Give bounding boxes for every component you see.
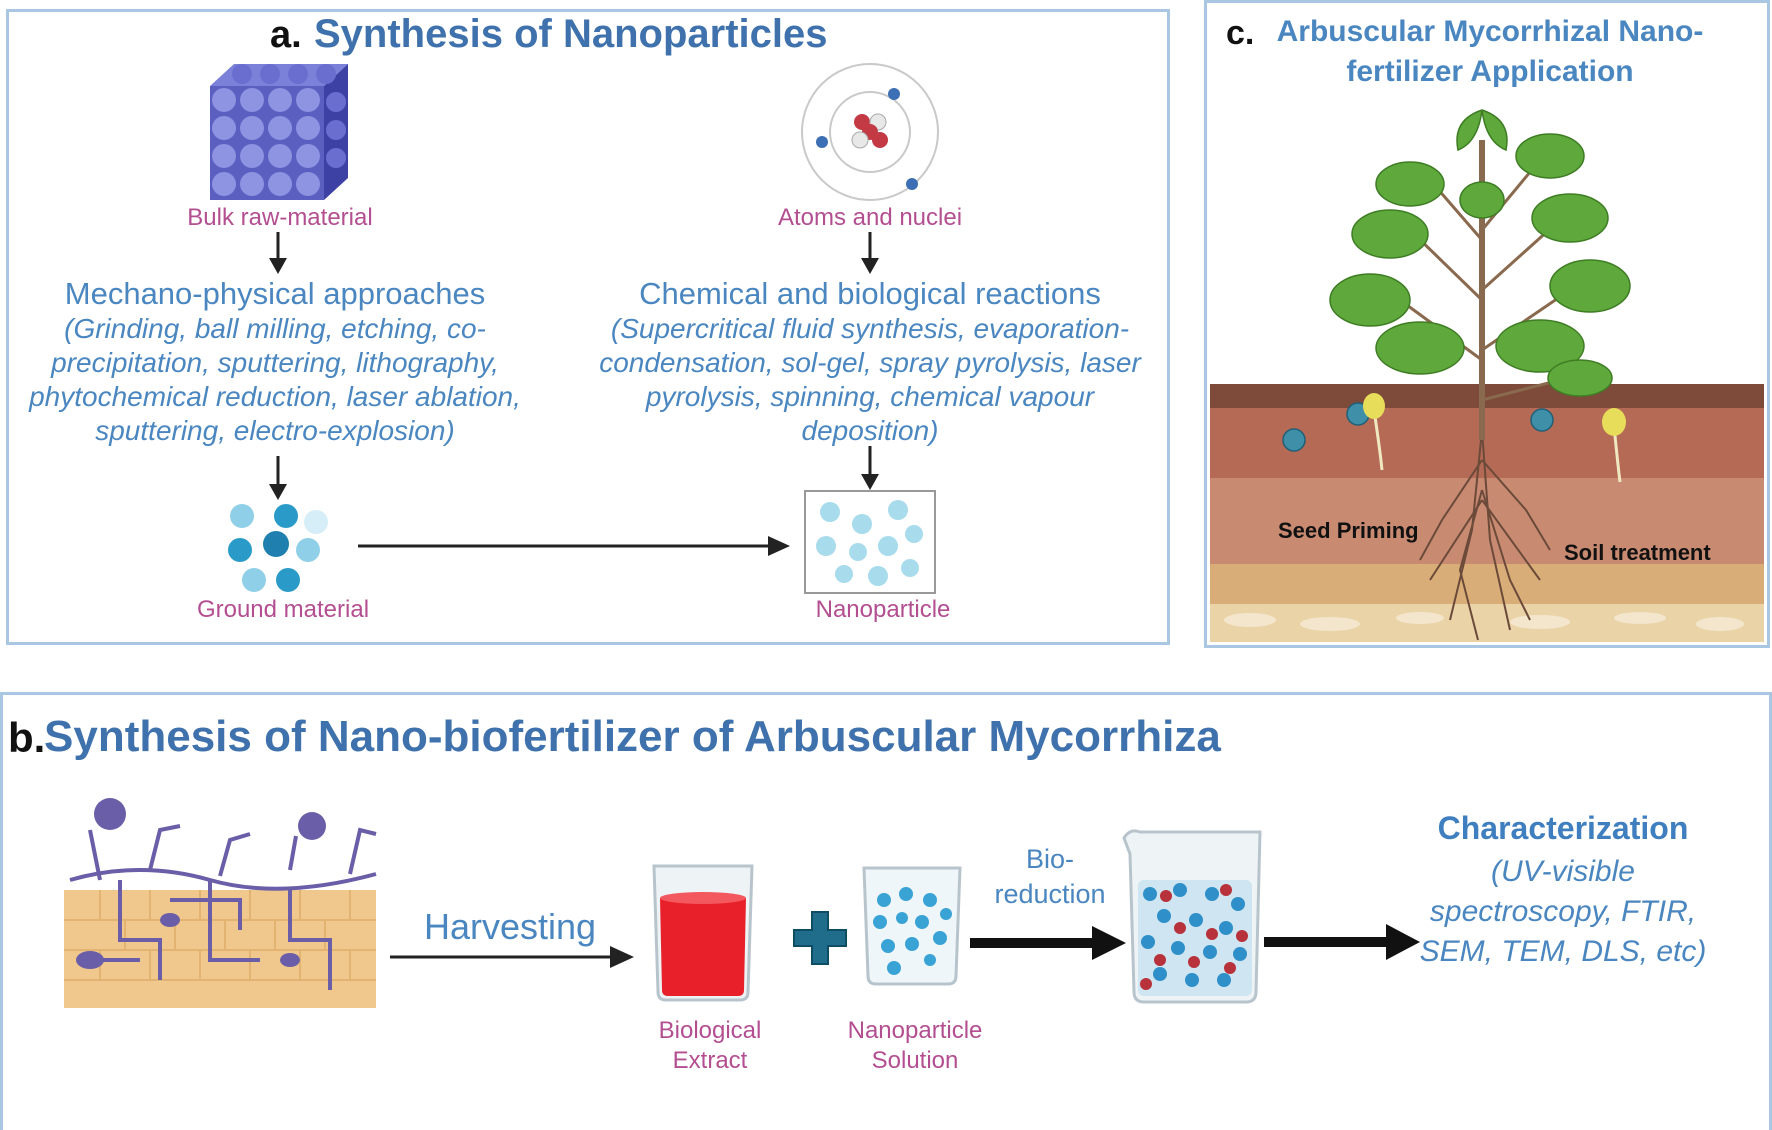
chemical-line: (Supercritical fluid synthesis, evaporat…: [610, 313, 1130, 344]
biological-extract-line: Extract: [672, 1047, 748, 1074]
mechano-line: phytochemical reduction, laser ablation,: [29, 381, 521, 412]
panel-c-title-line: Arbuscular Mycorrhizal Nano-: [1276, 15, 1704, 48]
chemical-line: condensation, sol-gel, spray pyrolysis, …: [599, 347, 1141, 378]
bio-reduction-arrow: [970, 926, 1126, 960]
panel-c-letter: c.: [1226, 14, 1255, 52]
nanoparticle-label: Nanoparticle: [815, 596, 951, 623]
arrow-ground-to-nanoparticle: [358, 536, 790, 556]
plus-icon: [793, 911, 847, 965]
arrow-chemical-to-nanoparticle: [861, 446, 879, 490]
nano-biofertilizer-beaker-icon: [1122, 829, 1262, 1004]
bulk-cube-icon: [210, 64, 348, 200]
arrow-bulk-to-mechano: [269, 232, 287, 274]
panel-a-title: Synthesis of Nanoparticles: [314, 12, 828, 56]
bulk-raw-material-label: Bulk raw-material: [187, 204, 373, 231]
chemical-biological-heading: Chemical and biological reactions: [639, 276, 1101, 311]
bio-reduction-label: Bio- reduction: [970, 842, 1130, 912]
characterization-line: spectroscopy, FTIR,: [1429, 895, 1697, 928]
nanoparticle-solution-label: Nanoparticle Solution: [830, 1016, 1000, 1076]
chemical-line: pyrolysis, spinning, chemical vapour: [645, 381, 1095, 412]
panel-a-synthesis-of-nanoparticles: [6, 9, 1170, 645]
mechano-physical-methods: (Grinding, ball milling, etching, co- pr…: [10, 312, 540, 448]
mechano-line: (Grinding, ball milling, etching, co-: [64, 313, 486, 344]
biological-extract-line: Biological: [658, 1017, 762, 1044]
characterization-line: (UV-visible: [1491, 855, 1635, 888]
arrow-atoms-to-chemical: [861, 232, 879, 274]
panel-c-title-line: fertilizer Application: [1346, 55, 1634, 88]
mechano-line: sputtering, electro-explosion): [95, 415, 455, 446]
mechano-line: precipitation, sputtering, lithography,: [51, 347, 499, 378]
panel-b-letter: b.: [8, 714, 46, 761]
atom-icon: [801, 63, 939, 201]
characterization-heading: Characterization: [1437, 810, 1689, 846]
plant-soil-illustration: [1210, 109, 1764, 642]
panel-b-title: Synthesis of Nano-biofertilizer of Arbus…: [44, 712, 1221, 761]
nanoparticle-solution-beaker-icon: [862, 866, 962, 986]
bio-reduction-line: Bio-: [1025, 844, 1074, 874]
harvesting-label: Harvesting: [424, 906, 597, 947]
arrow-mechano-to-ground: [269, 456, 287, 500]
seed-priming-label: Seed Priming: [1278, 518, 1419, 543]
mycorrhiza-root-icon: [64, 798, 377, 1008]
biological-extract-label: Biological Extract: [630, 1016, 790, 1076]
bio-reduction-line: reduction: [994, 879, 1106, 909]
atoms-and-nuclei-label: Atoms and nuclei: [777, 204, 963, 231]
nanoparticle-box-icon: [804, 490, 936, 594]
ground-material-icon: [228, 504, 328, 592]
nanoparticle-solution-line: Solution: [871, 1047, 959, 1074]
panel-c-title: Arbuscular Mycorrhizal Nano- fertilizer …: [1260, 12, 1720, 92]
soil-treatment-label: Soil treatment: [1564, 540, 1711, 565]
characterization-arrow: [1264, 924, 1420, 960]
characterization-methods: (UV-visible spectroscopy, FTIR, SEM, TEM…: [1400, 852, 1726, 972]
chemical-biological-methods: (Supercritical fluid synthesis, evaporat…: [580, 312, 1160, 448]
mechano-physical-heading: Mechano-physical approaches: [64, 276, 486, 311]
nanoparticle-solution-line: Nanoparticle: [847, 1017, 983, 1044]
panel-a-letter: a.: [270, 14, 302, 56]
biological-extract-beaker-icon: [652, 864, 754, 1002]
harvesting-arrow: [390, 946, 634, 968]
characterization-line: SEM, TEM, DLS, etc): [1419, 935, 1707, 968]
chemical-line: deposition): [801, 415, 939, 446]
ground-material-label: Ground material: [196, 596, 370, 623]
